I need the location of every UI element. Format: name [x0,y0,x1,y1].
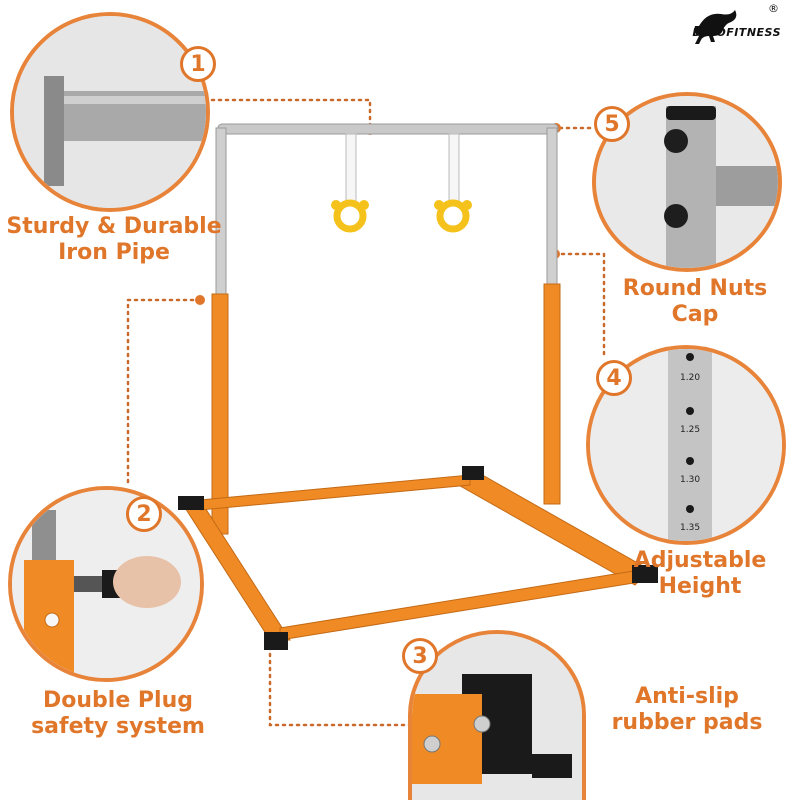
detail-circle-iron-pipe [10,12,210,212]
height-mark-4: 1.35 [680,523,701,533]
callout-label-2: Double Plug safety system [31,688,205,740]
callout-badge-4: 4 [596,360,632,396]
connector-4 [553,252,606,357]
callout-badge-1: 1 [180,46,216,82]
registered-mark: ® [768,2,779,15]
height-mark-1: 1.20 [680,373,701,383]
callout-label-5: Round Nuts Cap [622,276,768,328]
callout-badge-3: 3 [402,638,438,674]
callout-badge-5: 5 [594,106,630,142]
detail-circle-rubber-pads [408,630,586,800]
callout-label-1: Sturdy & Durable Iron Pipe [6,214,222,266]
callout-badge-2: 2 [126,496,162,532]
height-mark-3: 1.30 [680,475,701,485]
connector-1 [210,98,372,130]
height-mark-2: 1.25 [680,425,701,435]
detail-circle-plug [8,486,204,682]
connector-2 [126,298,202,487]
callout-label-4: Adjustable Height [633,548,767,600]
brand-name: DINOFITNESS [692,26,781,39]
dinosaur-icon [694,10,737,44]
rubber-pad-detail [412,634,582,800]
connector-3 [268,638,412,727]
callout-label-3: Anti-slip rubber pads [611,684,763,736]
iron-pipe-detail [14,16,206,208]
plug-detail [12,490,200,678]
